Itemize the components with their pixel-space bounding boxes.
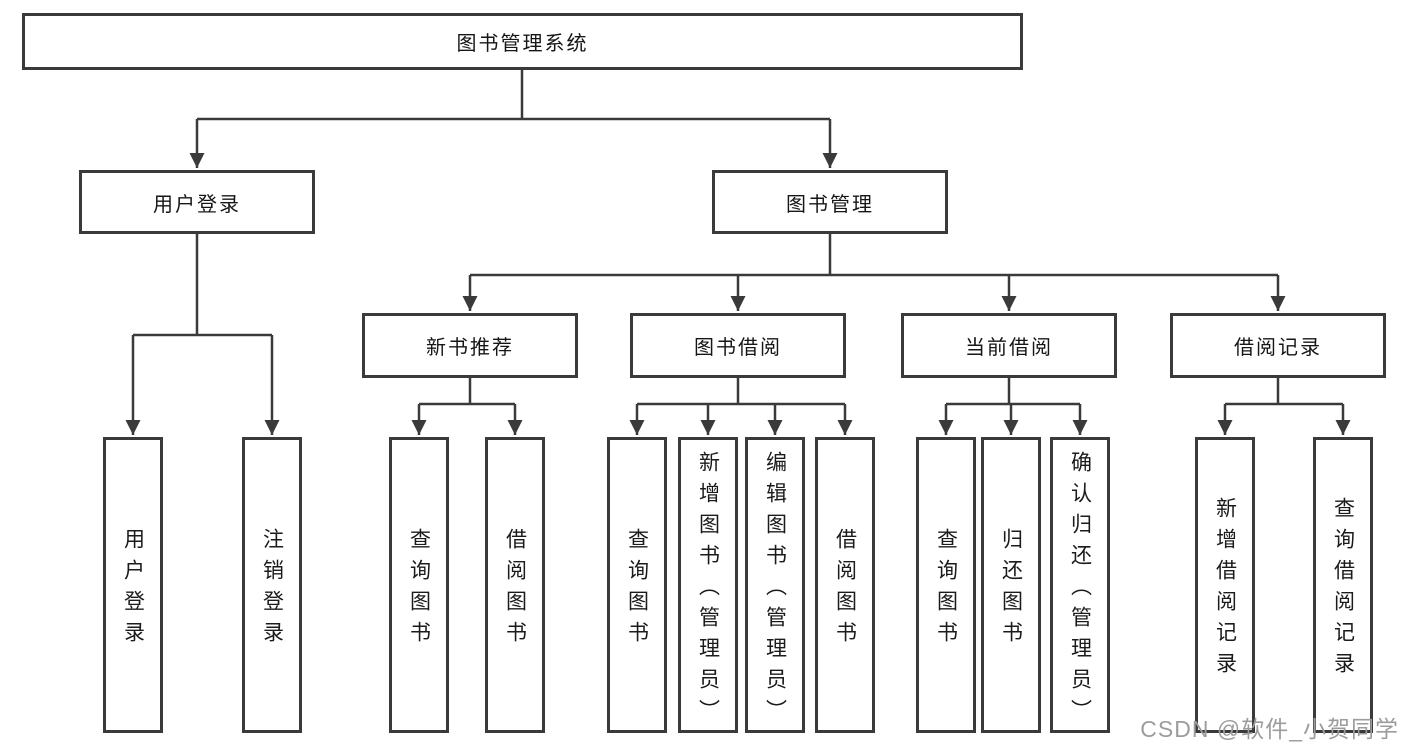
leaf-cb-confirm-return: 确认归还（管理员） (1050, 437, 1110, 733)
node-new-book-recommend-label: 新书推荐 (426, 337, 514, 359)
leaf-cb-query-book-label: 查询图书 (934, 528, 958, 652)
node-book-management-label: 图书管理 (786, 193, 874, 216)
node-book-borrowing: 图书借阅 (630, 313, 846, 378)
node-book-management: 图书管理 (712, 170, 948, 234)
leaf-bb-edit-book: 编辑图书（管理员） (745, 437, 805, 733)
node-user-login: 用户登录 (79, 170, 315, 234)
leaf-cb-return-book-label: 归还图书 (999, 528, 1023, 652)
leaf-cb-query-book: 查询图书 (916, 437, 976, 733)
leaf-user-login: 用户登录 (103, 437, 163, 733)
leaf-br-add-record: 新增借阅记录 (1195, 437, 1255, 733)
leaf-nbr-query-book: 查询图书 (389, 437, 449, 733)
node-book-borrowing-label: 图书借阅 (694, 337, 782, 359)
node-user-login-label: 用户登录 (153, 193, 241, 216)
leaf-logout: 注销登录 (242, 437, 302, 733)
node-borrowing-records-label: 借阅记录 (1234, 337, 1322, 359)
leaf-bb-borrow-book-label: 借阅图书 (833, 528, 857, 652)
leaf-nbr-query-book-label: 查询图书 (407, 528, 431, 652)
node-current-borrowing-label: 当前借阅 (965, 337, 1053, 359)
leaf-bb-add-book-label: 新增图书（管理员） (696, 450, 720, 730)
leaf-bb-edit-book-label: 编辑图书（管理员） (763, 450, 787, 730)
leaf-br-query-record-label: 查询借阅记录 (1331, 497, 1355, 683)
leaf-user-login-label: 用户登录 (121, 528, 145, 652)
node-current-borrowing: 当前借阅 (901, 313, 1117, 378)
node-root-label: 图书管理系统 (456, 33, 589, 55)
leaf-logout-label: 注销登录 (260, 528, 284, 652)
leaf-bb-query-book: 查询图书 (607, 437, 667, 733)
leaf-nbr-borrow-book: 借阅图书 (485, 437, 545, 733)
leaf-nbr-borrow-book-label: 借阅图书 (503, 528, 527, 652)
leaf-cb-confirm-return-label: 确认归还（管理员） (1068, 450, 1092, 730)
node-borrowing-records: 借阅记录 (1170, 313, 1386, 378)
leaf-br-query-record: 查询借阅记录 (1313, 437, 1373, 733)
leaf-bb-query-book-label: 查询图书 (625, 528, 649, 652)
leaf-cb-return-book: 归还图书 (981, 437, 1041, 733)
csdn-watermark: CSDN @软件_小贺同学 (1140, 716, 1399, 742)
leaf-bb-borrow-book: 借阅图书 (815, 437, 875, 733)
leaf-br-add-record-label: 新增借阅记录 (1213, 497, 1237, 683)
node-root: 图书管理系统 (22, 13, 1023, 70)
node-new-book-recommend: 新书推荐 (362, 313, 578, 378)
leaf-bb-add-book: 新增图书（管理员） (678, 437, 738, 733)
